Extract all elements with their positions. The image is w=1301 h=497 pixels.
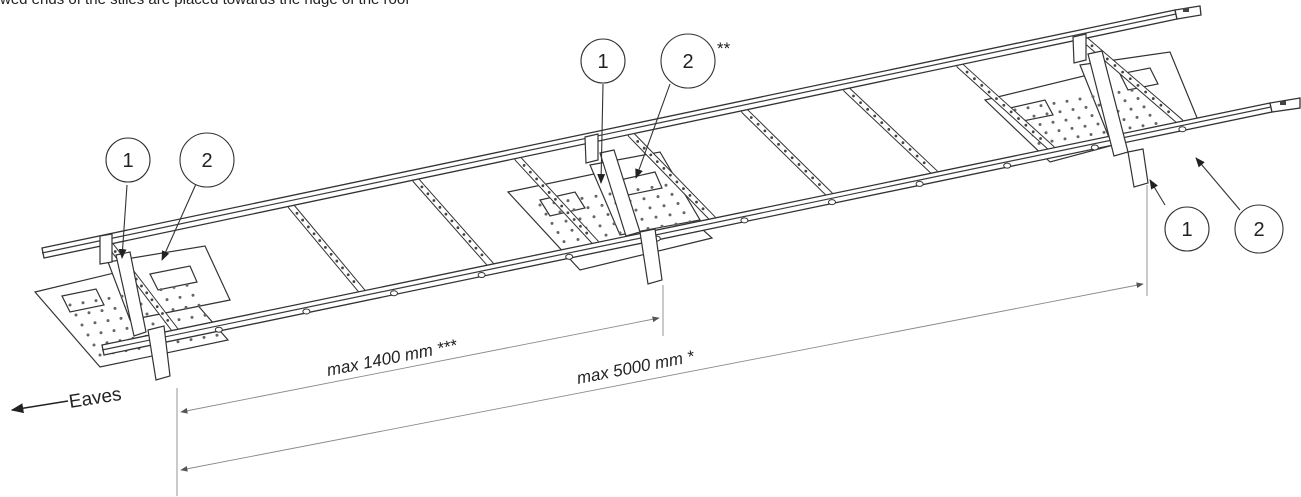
rung <box>514 155 600 247</box>
svg-text:1: 1 <box>122 150 133 172</box>
dimension-lines <box>176 185 1148 496</box>
rung <box>287 202 366 296</box>
diagram-caption: wed ends of the stiles are placed toward… <box>0 0 409 8</box>
eaves-arrow <box>10 400 69 414</box>
svg-text:2: 2 <box>1253 219 1264 241</box>
rung <box>627 131 717 223</box>
rung <box>842 85 939 177</box>
eaves-label: Eaves <box>67 384 122 413</box>
callout-middle-1: 1 <box>580 38 626 84</box>
rung <box>412 176 495 269</box>
callout-left-1: 1 <box>105 137 151 183</box>
callout-leaders <box>118 83 1241 261</box>
rung <box>956 61 1056 152</box>
callout-right-1: 1 <box>1164 206 1210 252</box>
svg-text:2: 2 <box>682 51 693 73</box>
svg-text:2: 2 <box>201 150 212 172</box>
roof-hook-middle <box>584 133 663 285</box>
rung <box>740 107 834 199</box>
callout-middle-2: 2 <box>660 33 716 89</box>
roof-hook-right <box>1072 33 1149 188</box>
callout-left-2: 2 <box>179 132 235 188</box>
callout-right-2: 2 <box>1234 204 1284 254</box>
dimension-label-1400: max 1400 mm *** <box>325 336 460 380</box>
svg-text:1: 1 <box>1181 219 1192 241</box>
svg-text:1: 1 <box>597 51 608 73</box>
ladder-stile-upper <box>41 5 1202 259</box>
ladder-rungs <box>106 35 1184 335</box>
callout-middle-2-mark: ** <box>717 39 731 58</box>
